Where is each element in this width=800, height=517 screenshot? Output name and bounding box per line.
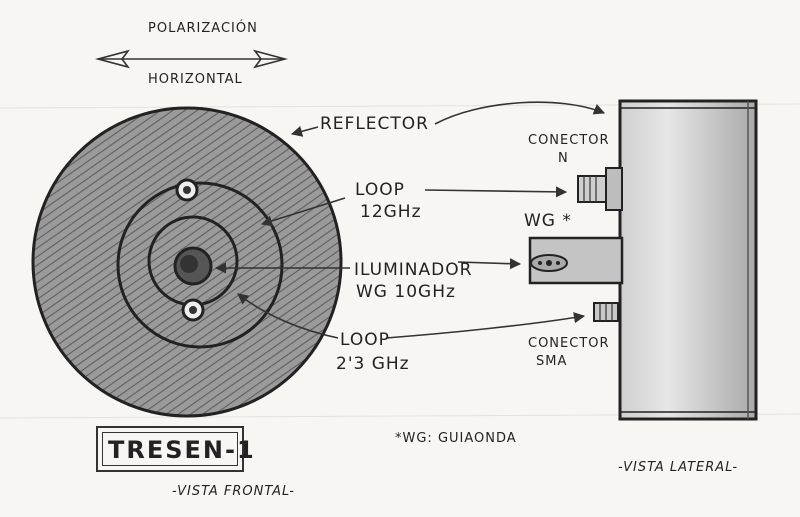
connector-n-label-2: N (558, 151, 569, 166)
connector-sma-label-2: SMA (536, 354, 568, 369)
side-view-caption: -VISTA LATERAL- (618, 460, 739, 475)
loop-12ghz-label-1: LOOP (355, 180, 405, 200)
reflector-label: REFLECTOR (320, 114, 429, 134)
reflector-side-view (618, 99, 758, 421)
loop-2-3ghz-label-2: 2'3 GHz (336, 354, 410, 374)
illuminator-label-2: WG 10GHz (356, 282, 456, 302)
connector-n-label-1: CONECTOR (528, 133, 610, 148)
polarization-label-top: POLARIZACIÓN (148, 21, 258, 36)
title-frame (96, 426, 244, 472)
connector-sma-label-1: CONECTOR (528, 336, 610, 351)
wg-marker-label: WG * (524, 211, 572, 231)
illuminator-label-1: ILUMINADOR (354, 260, 473, 280)
callout-arrows (214, 101, 606, 339)
title-label: TRESEN-1 (108, 436, 256, 464)
front-view-caption: -VISTA FRONTAL- (172, 484, 295, 499)
polarization-label-bottom: HORIZONTAL (148, 72, 243, 87)
reflector-front-view (31, 106, 343, 418)
connector-sma (593, 302, 619, 322)
connector-n (577, 167, 623, 211)
loop-2-3ghz-label-1: LOOP (340, 330, 390, 350)
polarization-arrow (94, 49, 289, 69)
loop-12ghz-label-2: 12GHz (360, 202, 422, 222)
footnote-label: *WG: GUIAONDA (395, 431, 517, 446)
waveguide-illuminator (528, 236, 624, 285)
